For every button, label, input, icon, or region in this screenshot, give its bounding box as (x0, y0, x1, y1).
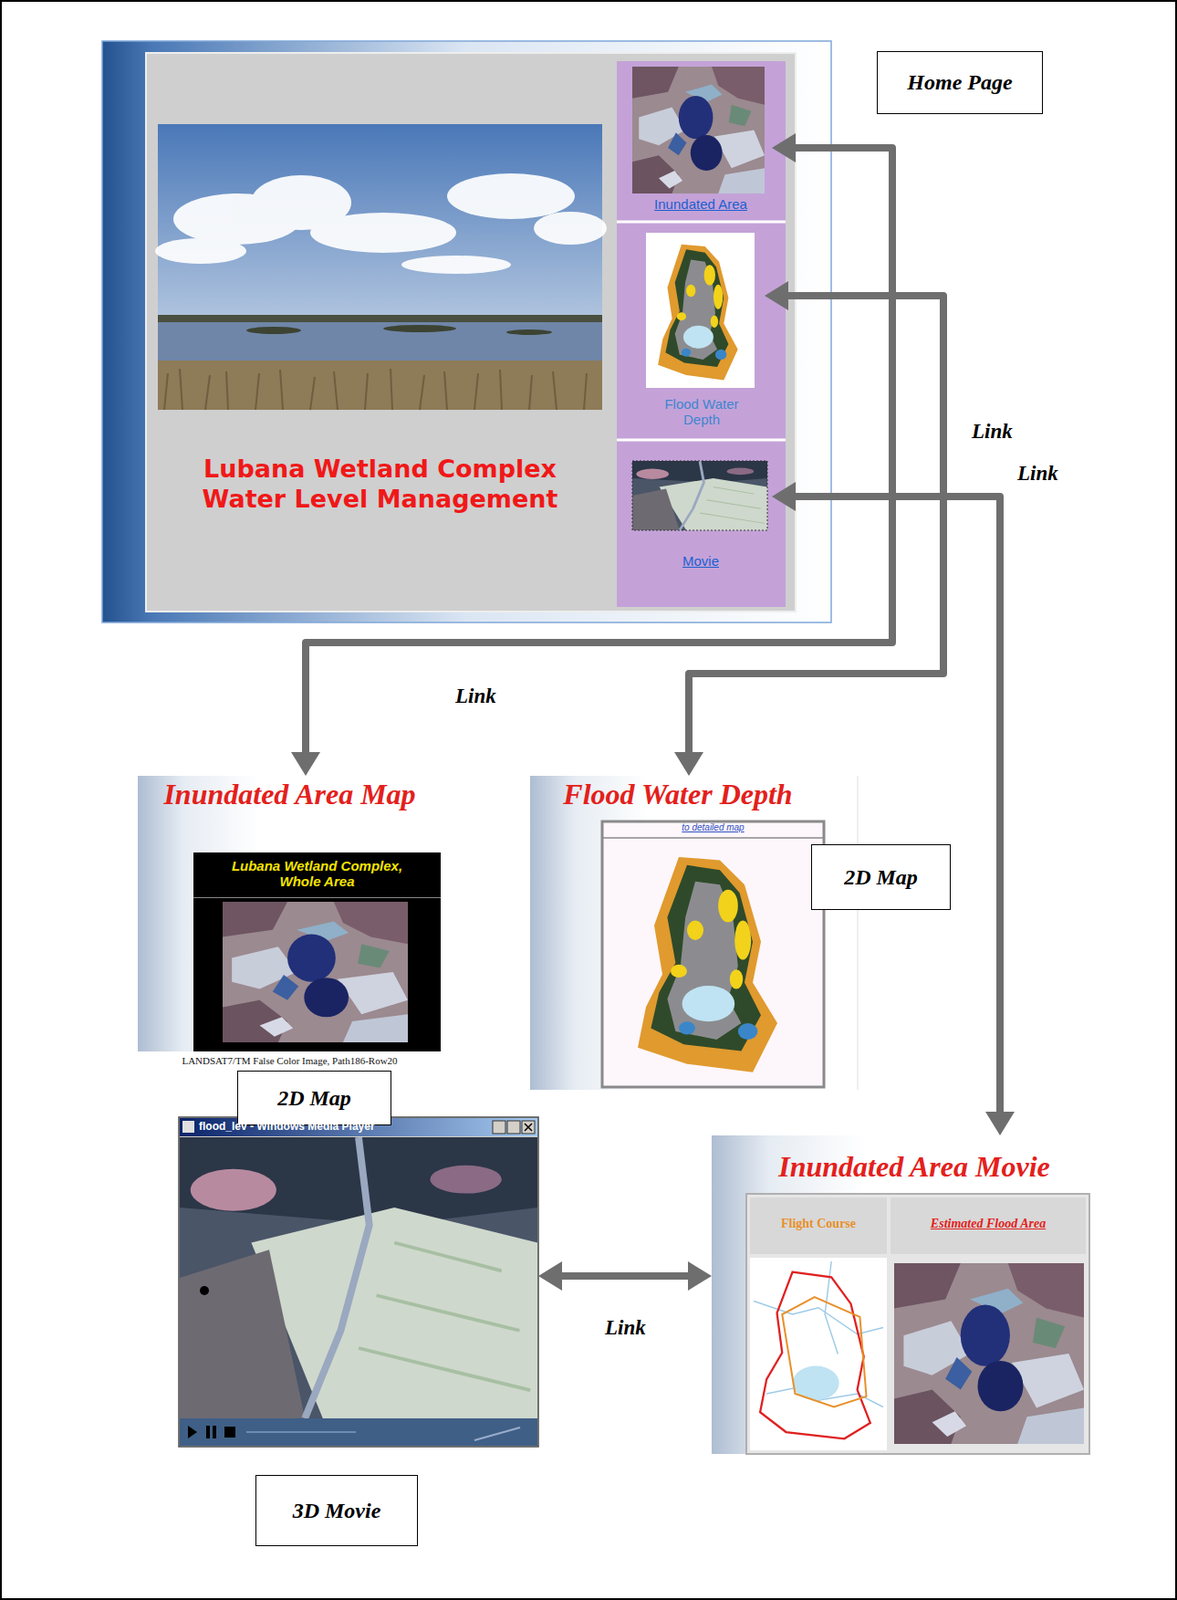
thumbnail-link: Inundated Area (629, 63, 772, 216)
label-box: Home Page (876, 51, 1043, 115)
arrow-head (764, 281, 789, 311)
node-text: Flood Water Depth (651, 395, 752, 428)
arrow-head (771, 133, 796, 163)
node-text: Inundated Area Movie (731, 1149, 1097, 1184)
node-text: to detailed map (602, 822, 824, 833)
edge-label: Link (968, 419, 1016, 444)
box-label: 2D Map (277, 1085, 352, 1111)
box-label: 2D Map (843, 864, 918, 890)
map-header-panel: Lubana Wetland Complex, Whole Area (193, 852, 441, 897)
edge-label: Link (1014, 461, 1062, 486)
node-text: flood_lev - Windows Media Player (198, 1119, 473, 1133)
movie-page-screenshot: Inundated Area MovieFlight CourseEstimat… (711, 1135, 1097, 1454)
arrow-head (538, 1260, 563, 1291)
link-arrow (538, 1260, 712, 1291)
label-box: 3D Movie (255, 1474, 418, 1546)
arrow-line (688, 295, 944, 758)
edge-label: Link (452, 684, 500, 709)
node-text: LANDSAT7/TM False Color Image, Path186-R… (137, 1054, 442, 1066)
arrow-head (674, 751, 704, 776)
arrow-head (771, 481, 796, 511)
link-arrow (674, 281, 944, 776)
node-text: Lubana Wetland Complex, Whole Area (218, 857, 416, 889)
box-label: 3D Movie (292, 1498, 382, 1523)
arrow-head (985, 1111, 1015, 1136)
arrow-head (291, 751, 321, 776)
edge-label: Link (602, 1315, 649, 1340)
thumbnail-link: Flood Water Depth (638, 229, 765, 429)
label-box: 2D Map (811, 843, 951, 910)
node-text: Flood Water Depth (530, 777, 826, 812)
arrow-head (687, 1260, 712, 1291)
arrow-line (790, 496, 1000, 1117)
node-text: Estimated Flood Area (890, 1216, 1086, 1231)
arrow-line (556, 1271, 694, 1280)
media-player-window: flood_lev - Windows Media Player (178, 1116, 539, 1447)
arrow-line (305, 147, 893, 758)
map-screenshot: Flood Water Depth to detailed map (530, 775, 826, 1090)
map-screenshot: Inundated Area MapLANDSAT7/TM False Colo… (137, 775, 442, 1070)
node-text: Lubana Wetland Complex Water Level Manag… (157, 454, 603, 515)
node-text: Inundated Area (629, 196, 772, 212)
node-text: Inundated Area Map (137, 777, 442, 812)
node-text: Movie (629, 552, 772, 569)
box-label: Home Page (906, 70, 1012, 95)
node-text: Flight Course (749, 1216, 887, 1231)
label-box: 2D Map (237, 1070, 392, 1125)
home-page-screenshot: Lubana Wetland Complex Water Level Manag… (102, 41, 832, 623)
link-arrow (771, 481, 1015, 1136)
thumbnail-link: Movie (629, 456, 772, 573)
